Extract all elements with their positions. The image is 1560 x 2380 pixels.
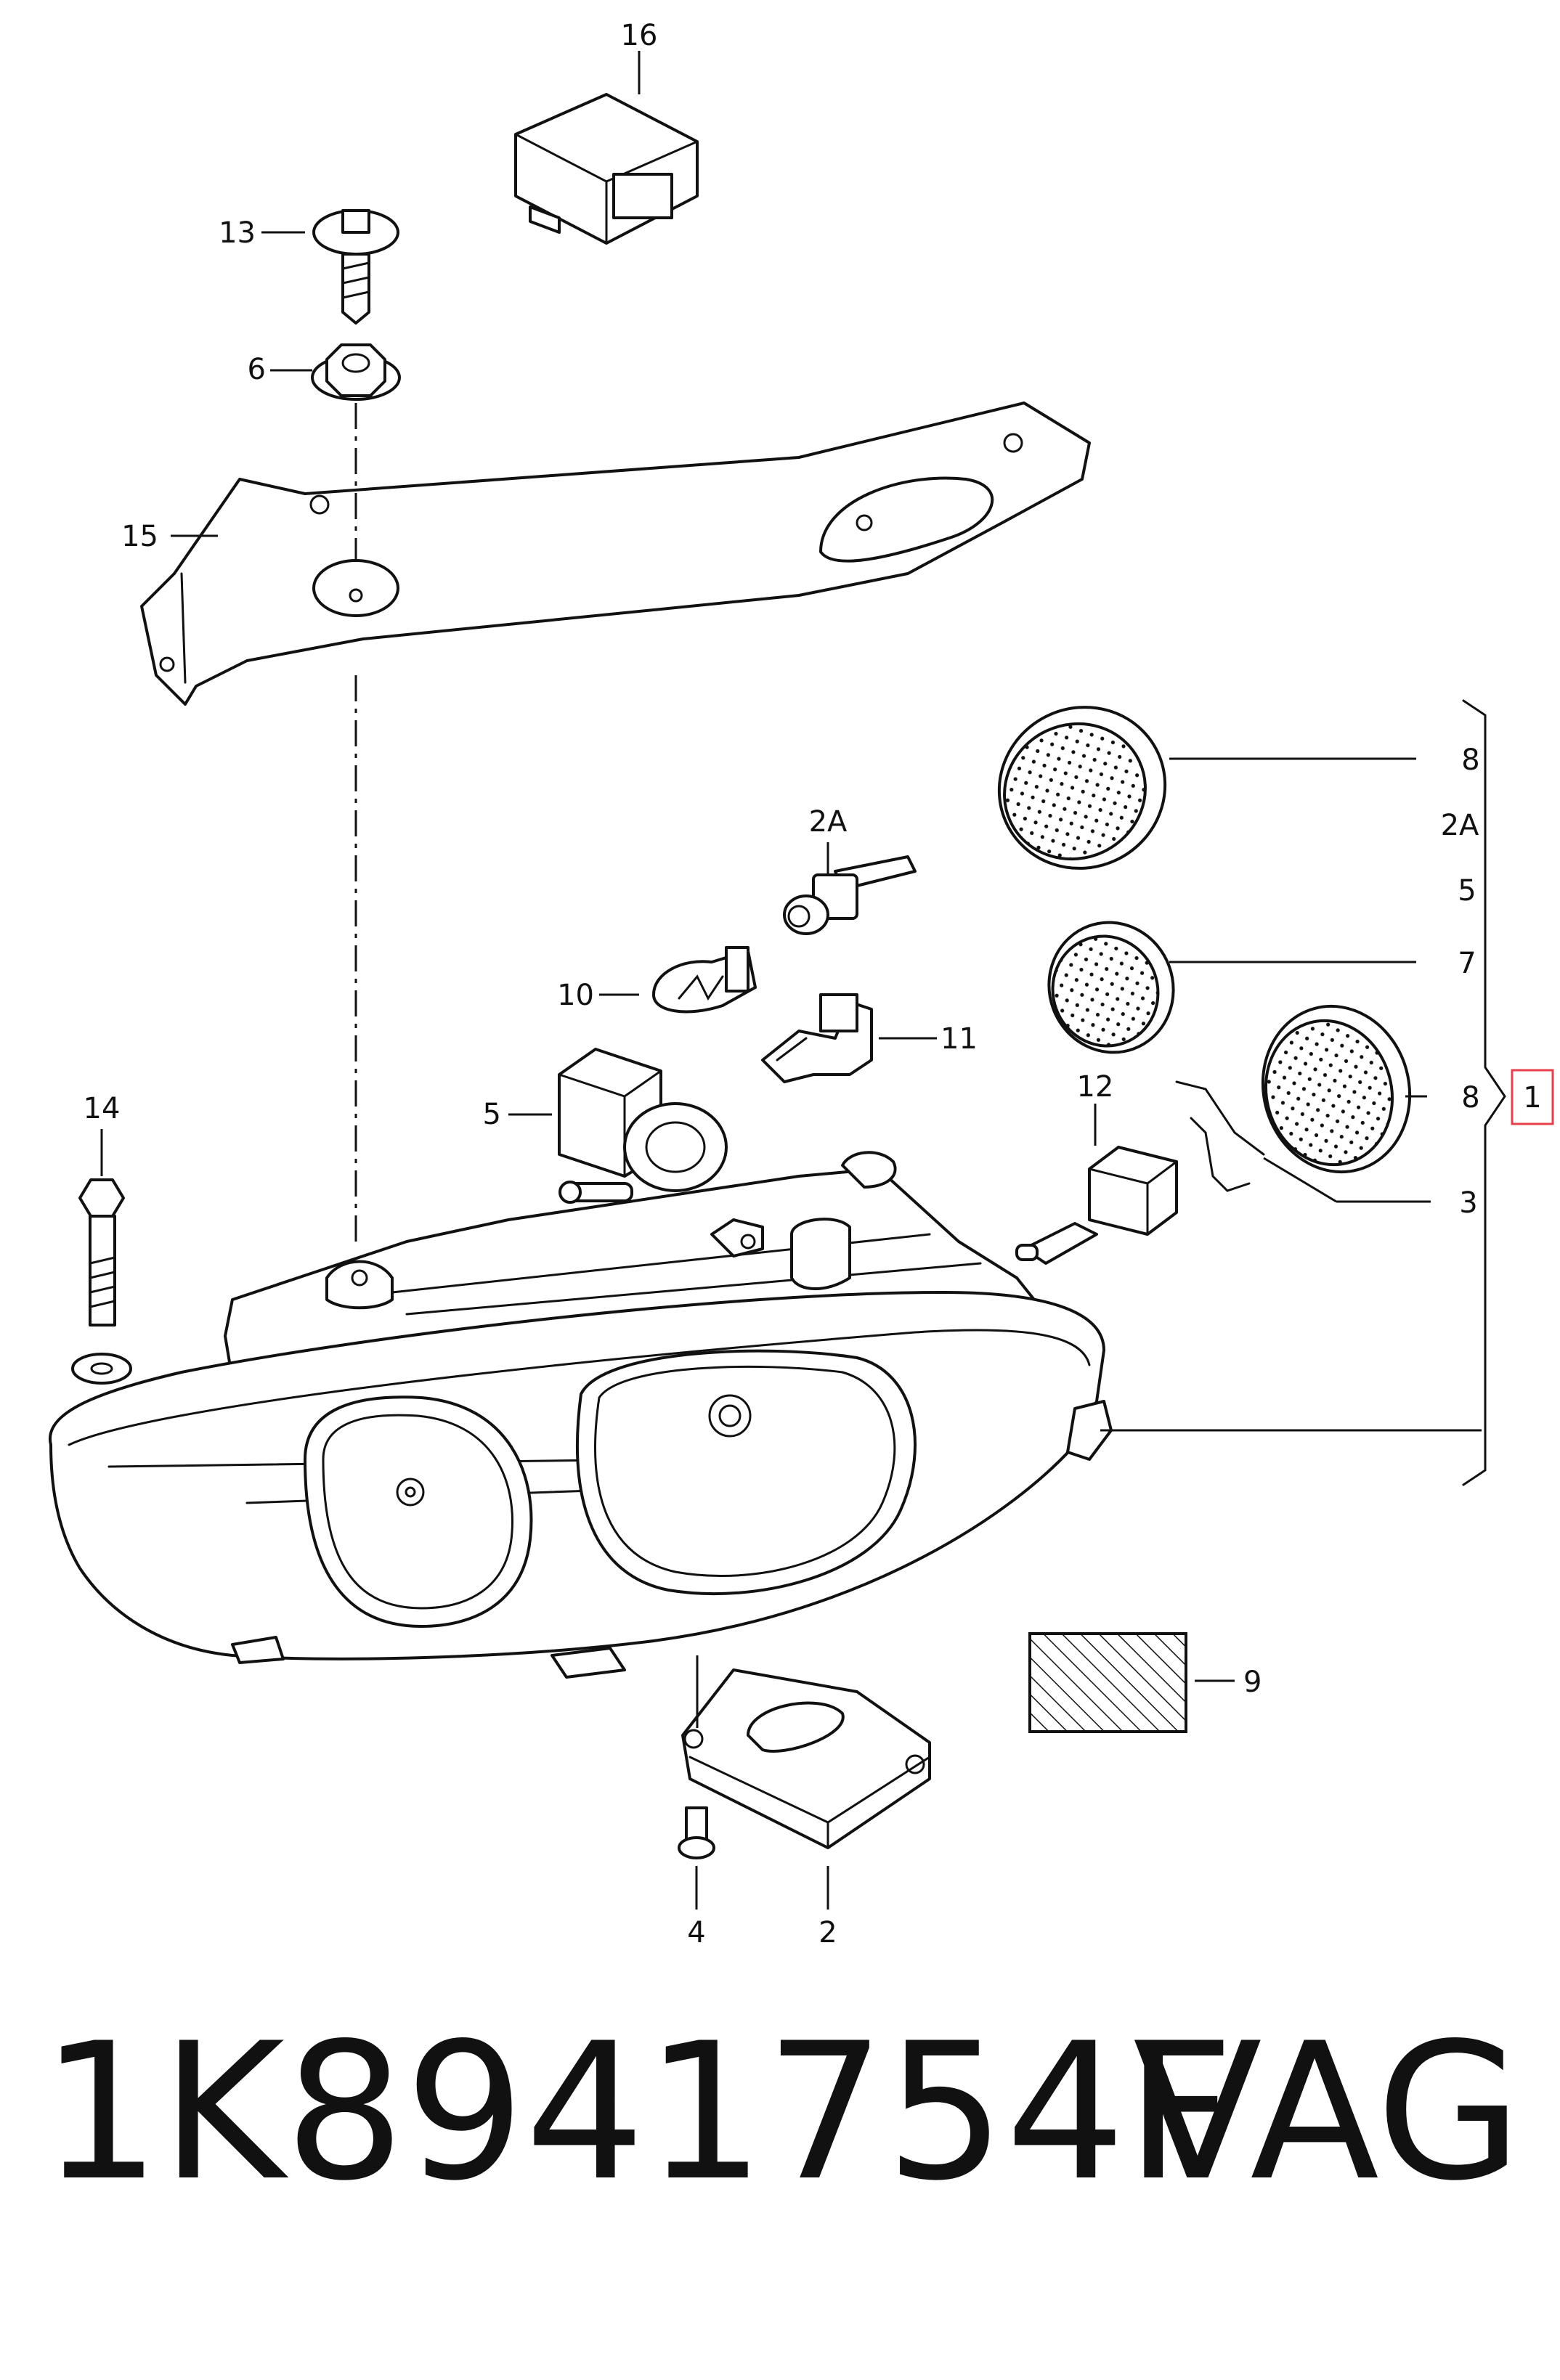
highlight-box-part-1 [1511, 1069, 1554, 1125]
callout-16: 16 [621, 19, 658, 52]
bolt-part-14 [71, 1129, 132, 1385]
screw-part-4 [678, 1806, 715, 1910]
callout-2: 2 [818, 1916, 837, 1949]
bulb-part-11 [761, 993, 937, 1083]
callout-14: 14 [84, 1092, 121, 1125]
callout-9: 9 [1243, 1666, 1262, 1699]
callout-8-right: 8 [1461, 1081, 1479, 1114]
cover-cap-part-7 [1047, 921, 1416, 1054]
callout-15: 15 [121, 520, 158, 553]
cover-cap-part-8-right [1261, 1004, 1427, 1174]
exploded-parts-diagram: 16 13 6 15 8 2A 5 7 8 1 3 2A 10 11 12 5 … [48, 19, 1554, 1949]
callout-12: 12 [1077, 1070, 1114, 1104]
callout-4: 4 [687, 1916, 705, 1949]
callout-13: 13 [219, 216, 256, 250]
clip-part-3 [1175, 1080, 1431, 1203]
callout-5: 5 [483, 1098, 501, 1131]
part-number: 1K8941754F [41, 2003, 1235, 2222]
callout-6: 6 [248, 353, 266, 386]
callout-7: 7 [1458, 947, 1476, 980]
callout-11: 11 [941, 1022, 978, 1056]
callout-3: 3 [1459, 1186, 1477, 1220]
callout-1: 1 [1523, 1081, 1541, 1114]
nut-part-6 [270, 343, 401, 401]
xenon-bulb-part-12 [1015, 1104, 1178, 1265]
callout-10: 10 [557, 979, 594, 1012]
bulb-part-10 [599, 946, 757, 1014]
label-plate-part-9 [1028, 1632, 1235, 1733]
assembly-bracket [1462, 699, 1554, 1486]
ballast-unit-part-2 [681, 1655, 931, 1910]
screw-part-13 [261, 209, 399, 325]
bulb-part-2A [783, 842, 917, 935]
cover-cap-part-8-top [997, 706, 1416, 870]
bracket-part-15 [140, 402, 1091, 706]
control-module-part-16 [514, 51, 699, 245]
callout-2A: 2A [809, 805, 848, 839]
callout-2A-right: 2A [1441, 809, 1479, 842]
adjuster-motor-part-5 [508, 1048, 728, 1204]
callout-8-top: 8 [1461, 743, 1479, 777]
headlight-housing [48, 1151, 1482, 1679]
callout-5-right: 5 [1458, 874, 1476, 908]
brand-name: VAG [1133, 2003, 1522, 2222]
